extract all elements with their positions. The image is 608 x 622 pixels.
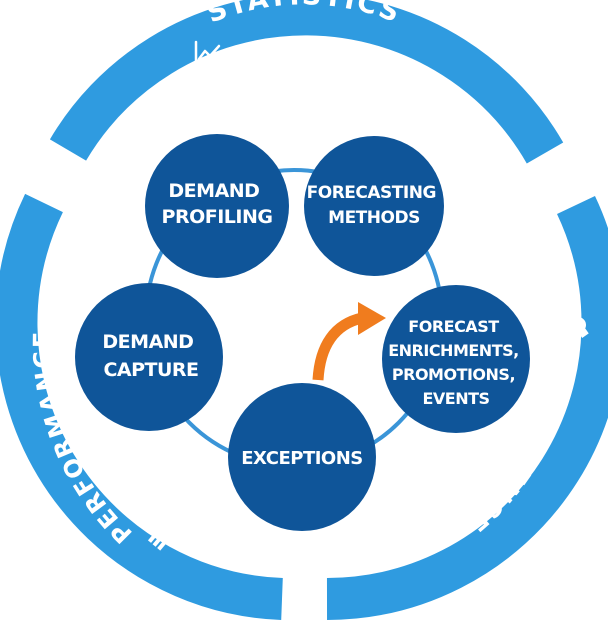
svg-text:FORECAST ENRICHMENTS,: FORECAST ENRICHMENTS, PROMOTIONS, EVENTS <box>388 317 524 408</box>
orange-arrow <box>312 302 386 381</box>
svg-text:FORECASTING METHODS: FORECASTING METHODS <box>307 183 442 228</box>
svg-text:DEMAND PROFILING: DEMAND PROFILING <box>162 180 273 228</box>
svg-text:EXCEPTIONS: EXCEPTIONS <box>241 448 363 469</box>
lightbulb-icon <box>570 317 589 338</box>
bar-chart-icon <box>147 532 173 551</box>
node-exceptions: EXCEPTIONS <box>228 383 376 531</box>
node-forecasting-methods: FORECASTING METHODS <box>304 136 444 276</box>
ring-segment-performance <box>0 193 283 620</box>
svg-text:DEMAND CAPTURE: DEMAND CAPTURE <box>102 331 199 381</box>
ring-segment-statistics <box>49 0 564 164</box>
node-forecast-enrichments: FORECAST ENRICHMENTS, PROMOTIONS, EVENTS <box>382 285 530 433</box>
node-demand-profiling: DEMAND PROFILING <box>145 134 289 278</box>
line-chart-icon <box>194 40 224 66</box>
node-demand-capture: DEMAND CAPTURE <box>75 283 223 431</box>
ring-segment-intelligence <box>326 196 608 620</box>
